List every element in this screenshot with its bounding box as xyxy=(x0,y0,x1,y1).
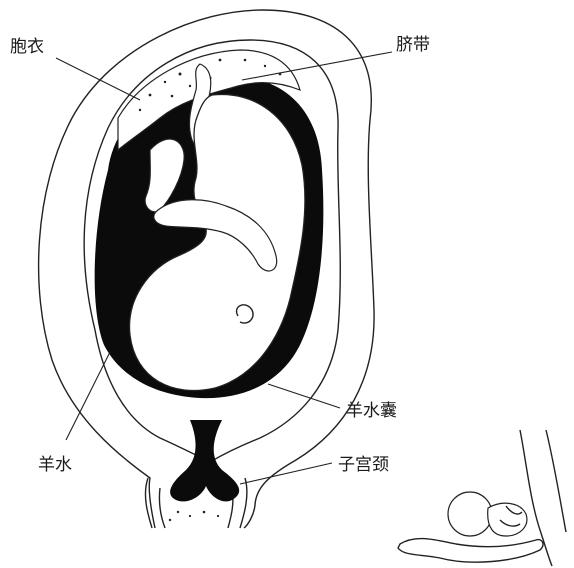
amniotic-fluid-leader-line xyxy=(66,352,110,440)
placenta-leader-line xyxy=(56,58,140,100)
amniotic-sac-leader-line xyxy=(268,384,340,408)
holding-arm xyxy=(520,430,552,566)
baby-in-hand-illustration xyxy=(398,430,566,566)
amniotic-sac-label: 羊水囊 xyxy=(346,401,397,421)
umbilical-cord-label: 脐带 xyxy=(396,35,430,55)
placenta-label: 胞衣 xyxy=(10,37,44,57)
cervix-stipple xyxy=(169,511,219,522)
cervix-plug xyxy=(170,420,239,501)
holding-hand xyxy=(398,539,543,563)
cervix-canal-right xyxy=(240,478,247,528)
cervix-label: 子宫颈 xyxy=(338,455,389,475)
cervix-inner-left xyxy=(159,488,165,528)
amniotic-fluid-label: 羊水 xyxy=(38,455,72,475)
holding-arm-inner xyxy=(546,430,566,532)
baby-head xyxy=(448,492,492,536)
